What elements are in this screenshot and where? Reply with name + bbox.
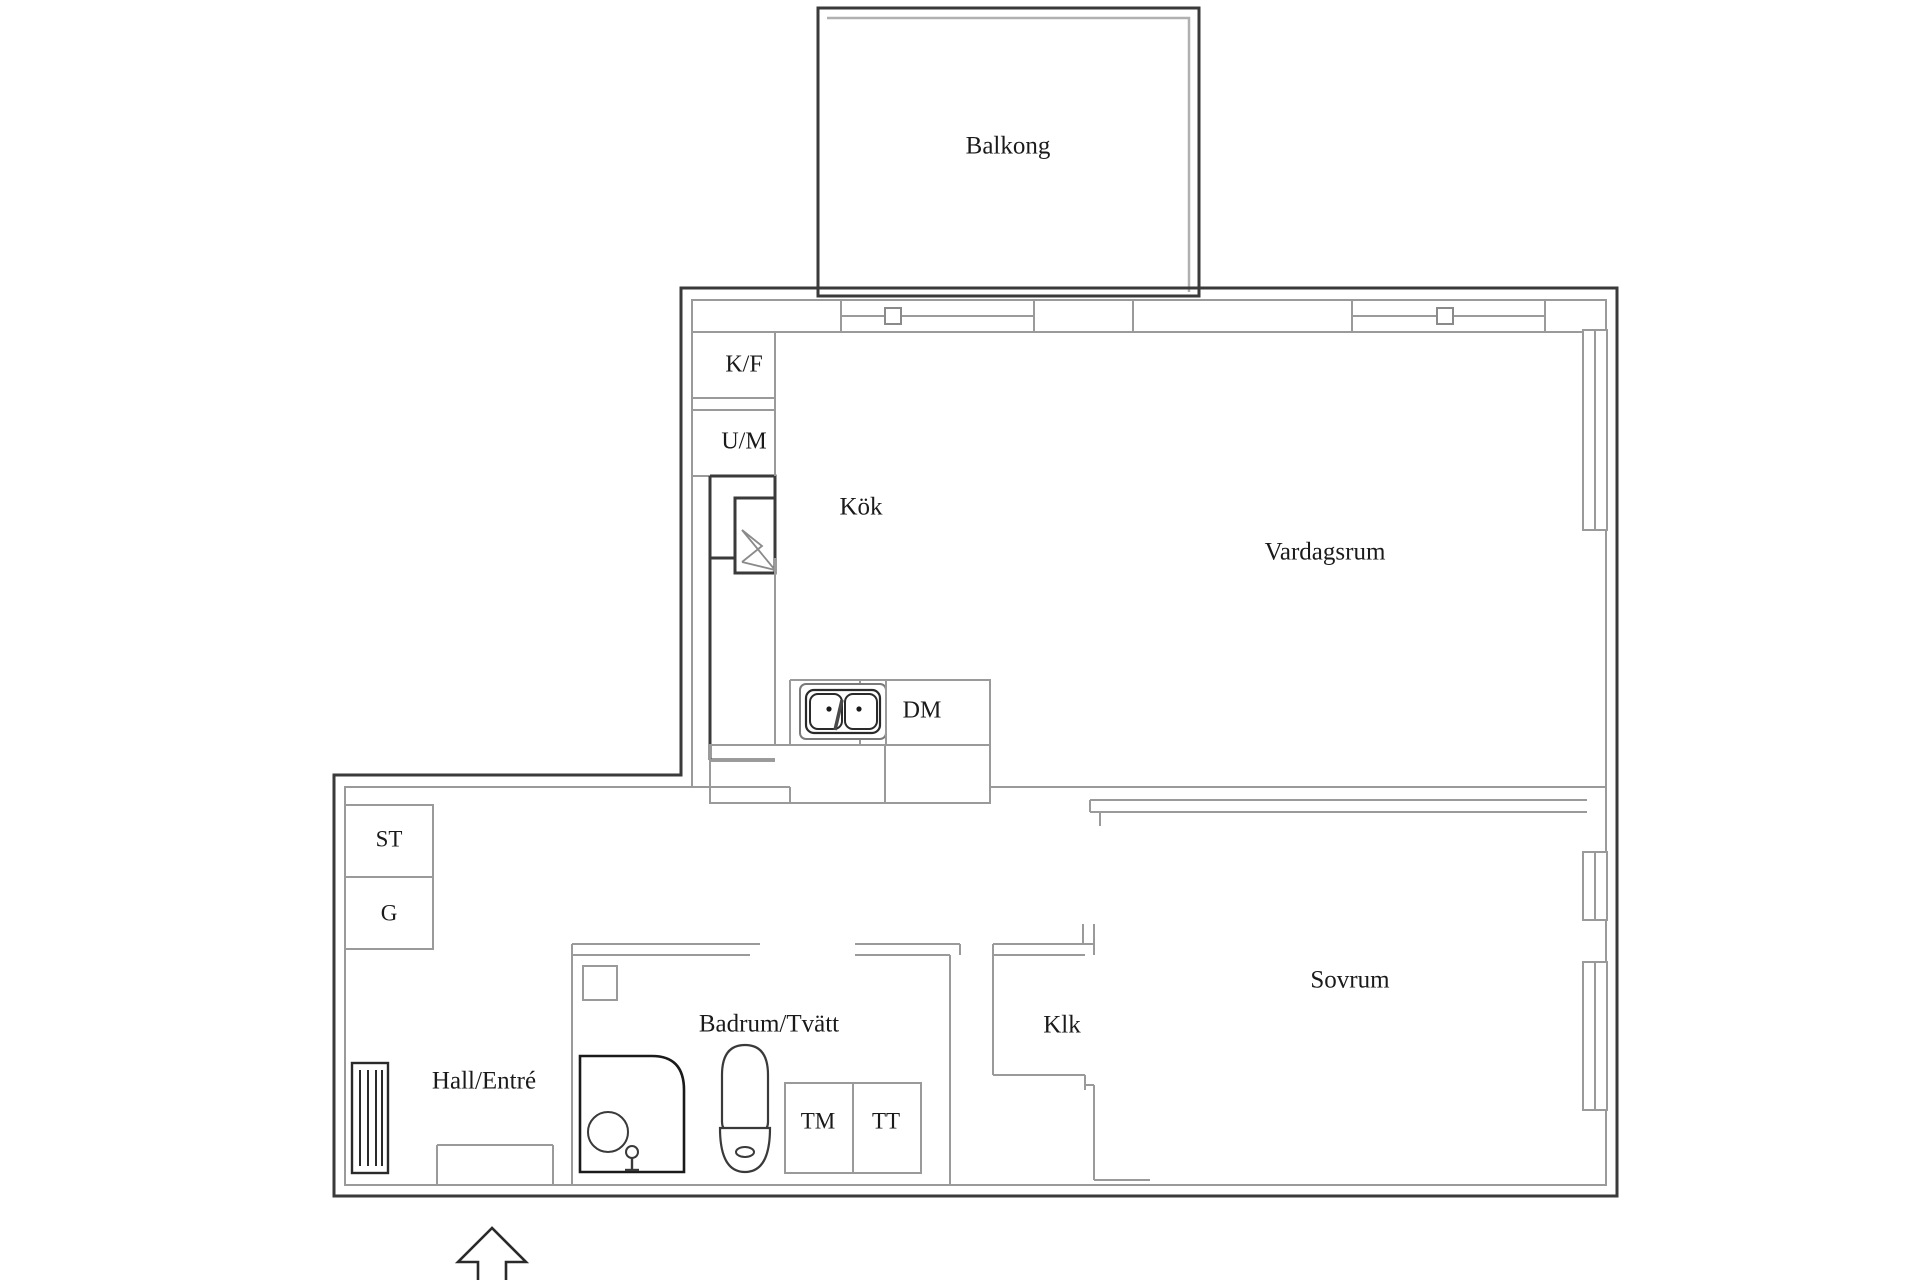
kitchen-hall-wall xyxy=(679,288,1606,803)
radiator-icon xyxy=(350,1061,390,1175)
closet-g-box xyxy=(344,876,434,950)
living-bedroom-divider-wall xyxy=(1089,799,1587,826)
room-label-badrum-tvatt: Badrum/Tvätt xyxy=(699,1011,839,1038)
window-right-bedroom-upper xyxy=(1582,851,1608,921)
fixture-tvattmaskin-box xyxy=(784,1082,854,1174)
top-wall-segment xyxy=(692,299,1606,333)
window-balcony-right xyxy=(1351,299,1546,333)
fixture-torktumlare-box xyxy=(852,1082,922,1174)
room-label-klk: Klk xyxy=(1043,1012,1081,1039)
room-label-vardagsrum: Vardagsrum xyxy=(1265,539,1386,566)
sink-icon xyxy=(799,683,887,740)
closet-st-box xyxy=(344,804,434,878)
fixture-label-tvattmaskin: TM xyxy=(801,1108,836,1133)
fixture-label-torktumlare: TT xyxy=(872,1108,900,1133)
shower-icon xyxy=(578,1054,686,1174)
window-right-livingroom xyxy=(1582,329,1608,531)
fixture-label-diskmaskin: DM xyxy=(903,698,942,724)
outer-walls xyxy=(332,286,1619,1198)
room-label-sovrum: Sovrum xyxy=(1310,967,1390,994)
entrance-arrow-icon xyxy=(454,1226,530,1280)
balcony-outline xyxy=(816,6,1201,298)
fixture-diskmaskin-box xyxy=(885,679,991,746)
toilet-icon xyxy=(718,1043,772,1174)
fixture-kyl-frys-box xyxy=(691,331,776,399)
fixture-label-stadskap: ST xyxy=(376,826,403,851)
fixture-label-kyl-frys: K/F xyxy=(725,352,762,378)
klk-walls xyxy=(992,924,1150,1181)
stove-icon xyxy=(733,496,777,575)
room-label-kok: Kök xyxy=(839,494,883,521)
entry-door-opening xyxy=(436,1144,554,1185)
room-label-balkong: Balkong xyxy=(966,133,1051,160)
window-balcony-left xyxy=(840,299,1035,333)
bathroom-walls xyxy=(571,943,961,1185)
room-label-hall-entre: Hall/Entré xyxy=(432,1068,536,1095)
window-right-bedroom-lower xyxy=(1582,961,1608,1111)
fixture-label-ugn-mikro: U/M xyxy=(721,429,766,455)
fixture-label-garderob: G xyxy=(381,900,398,925)
